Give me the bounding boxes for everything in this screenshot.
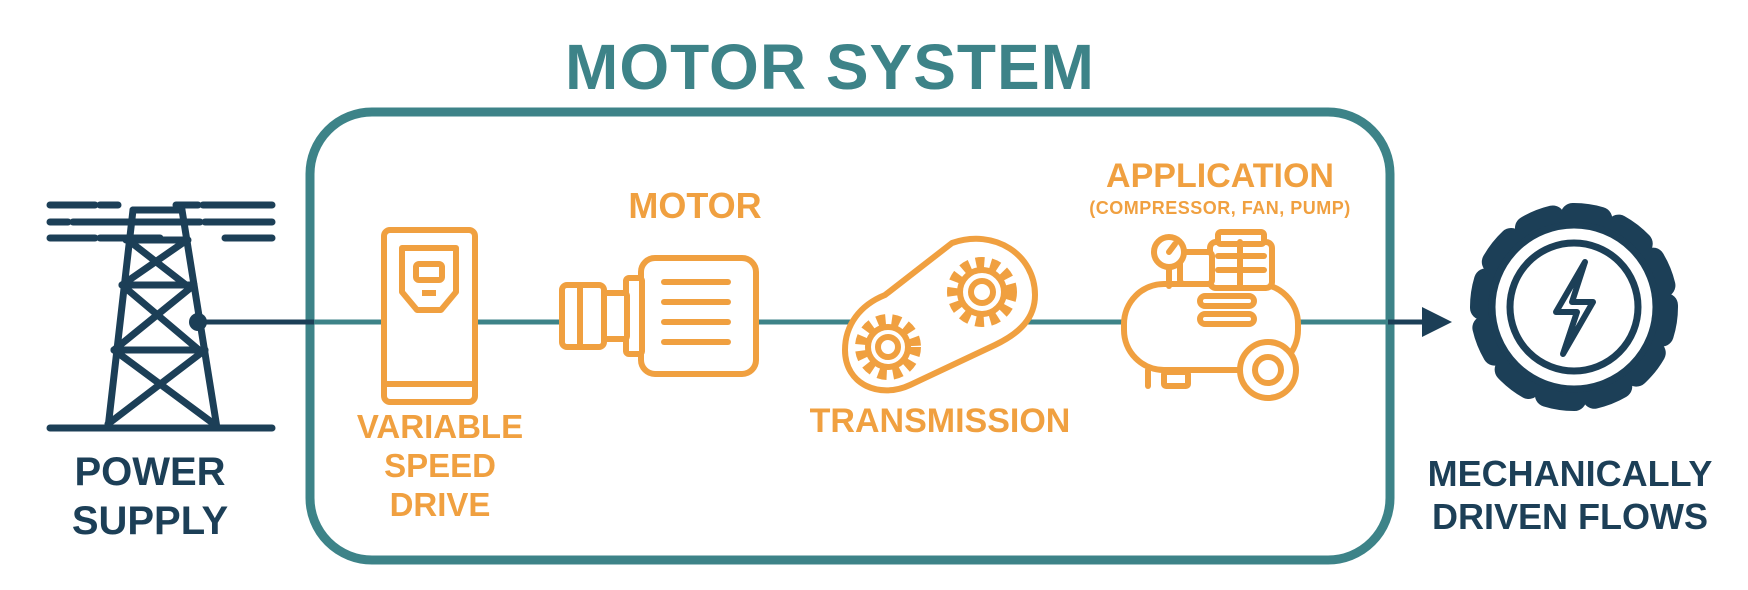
- transmission-tower-icon: [46, 201, 276, 432]
- flow-arrow-icon: [1422, 307, 1452, 337]
- motor-label: MOTOR: [628, 185, 762, 226]
- application-label: APPLICATION: [1106, 157, 1334, 195]
- mechanically-driven-flows-label: MECHANICALLY DRIVEN FLOWS: [1427, 453, 1713, 537]
- transmission-label: TRANSMISSION: [809, 402, 1071, 440]
- page-title: MOTOR SYSTEM: [565, 31, 1095, 103]
- motor-icon: [559, 255, 759, 377]
- energy-gear-icon: [1470, 203, 1678, 411]
- tower-connection-node: [189, 313, 207, 331]
- variable-speed-drive-label: VARIABLE SPEED DRIVE: [356, 408, 524, 523]
- gear-belt-icon: [842, 235, 1038, 394]
- power-supply-label: POWER SUPPLY: [71, 450, 229, 543]
- motor-system-boundary: [305, 107, 1395, 565]
- application-subtitle: (COMPRESSOR, FAN, PUMP): [1089, 198, 1351, 218]
- compressor-icon: [1121, 229, 1301, 401]
- drive-icon: [381, 227, 478, 405]
